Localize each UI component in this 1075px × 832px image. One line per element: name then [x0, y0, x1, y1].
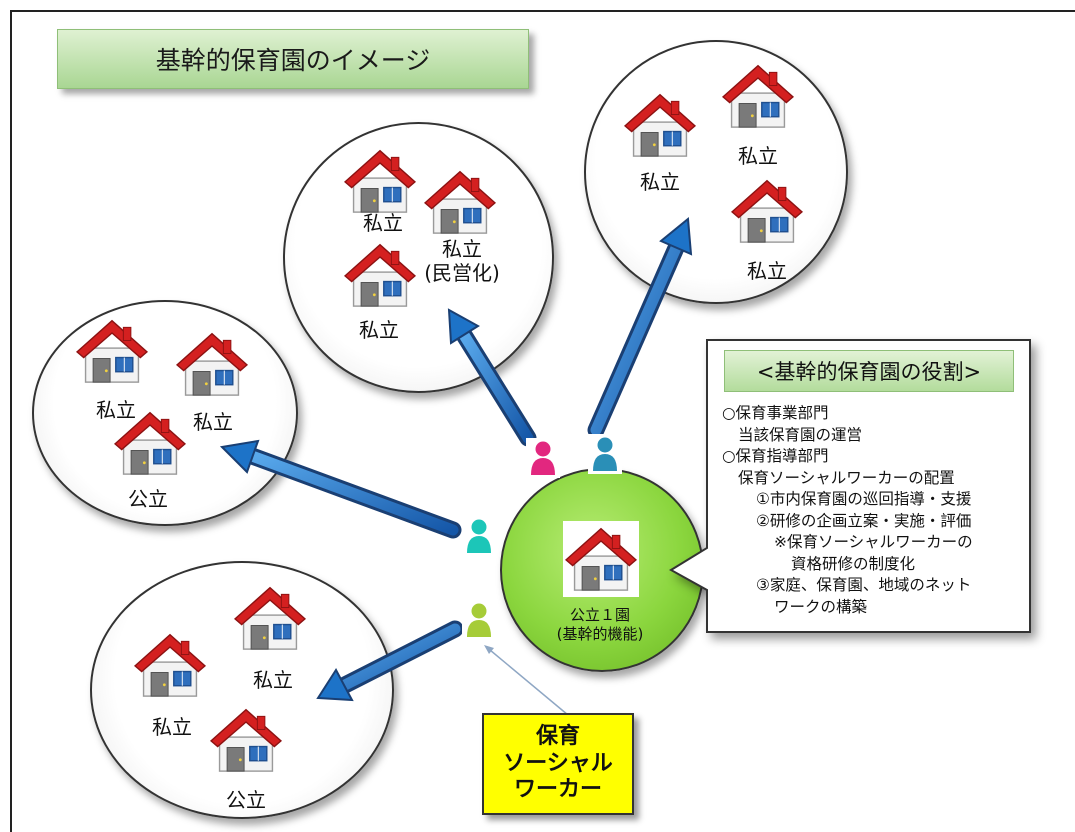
- cluster-upper-middle: [283, 122, 554, 393]
- person-tile: [526, 438, 560, 478]
- social-worker-box: 保育 ソーシャル ワーカー: [482, 713, 634, 815]
- arrow-to-upper-right: [587, 217, 693, 439]
- role-line: ①市内保育園の巡回指導・支援: [756, 490, 972, 508]
- house-label: 私立 (民営化): [424, 237, 500, 285]
- diagram-title: 基幹的保育園のイメージ: [57, 29, 529, 89]
- cluster-upper-right: [584, 40, 848, 304]
- house-label: 私立: [640, 170, 680, 194]
- person-tile: [588, 434, 622, 474]
- house-label: 私立: [359, 318, 399, 342]
- social-worker-label: 保育 ソーシャル ワーカー: [503, 724, 613, 803]
- role-line: ※保育ソーシャルワーカーの: [774, 533, 973, 551]
- role-line: ○保育事業部門: [722, 404, 829, 422]
- roles-heading: <基幹的保育園の役割>: [724, 350, 1014, 392]
- arrow-to-upper-middle: [447, 308, 537, 447]
- house-label: 私立: [363, 211, 403, 235]
- role-line: 資格研修の制度化: [791, 554, 916, 573]
- house-label: 私立: [152, 715, 192, 739]
- house-label: 私立: [96, 398, 136, 422]
- arrow-to-middle-left: [219, 439, 462, 539]
- hub-label: 公立１園 (基幹的機能): [556, 606, 644, 643]
- house-label: 私立: [747, 259, 787, 283]
- arrow-to-lower-left: [316, 620, 464, 702]
- role-line: 当該保育園の運営: [738, 425, 863, 444]
- cluster-middle-left: [32, 300, 298, 526]
- sw-pointer-head: [484, 645, 494, 654]
- roles-list: ○保育事業部門 当該保育園の運営 ○保育指導部門 保育ソーシャルワーカーの配置 …: [722, 403, 1027, 618]
- house-label: 私立: [193, 410, 233, 434]
- role-line: ②研修の企画立案・実施・評価: [756, 511, 972, 530]
- role-line: ③家庭、保育園、地域のネット: [756, 576, 972, 594]
- house-label: 公立: [128, 487, 168, 511]
- sw-pointer-line: [489, 649, 569, 716]
- diagram-frame: [10, 10, 1075, 832]
- role-line: ○保育指導部門: [722, 447, 829, 465]
- person-tile: [462, 600, 496, 640]
- house-label: 私立: [738, 144, 778, 168]
- role-line: 保育ソーシャルワーカーの配置: [738, 468, 955, 487]
- house-label: 公立: [226, 788, 266, 812]
- role-line: ワークの構築: [774, 597, 868, 616]
- person-tile: [462, 516, 496, 556]
- house-label: 私立: [253, 668, 293, 692]
